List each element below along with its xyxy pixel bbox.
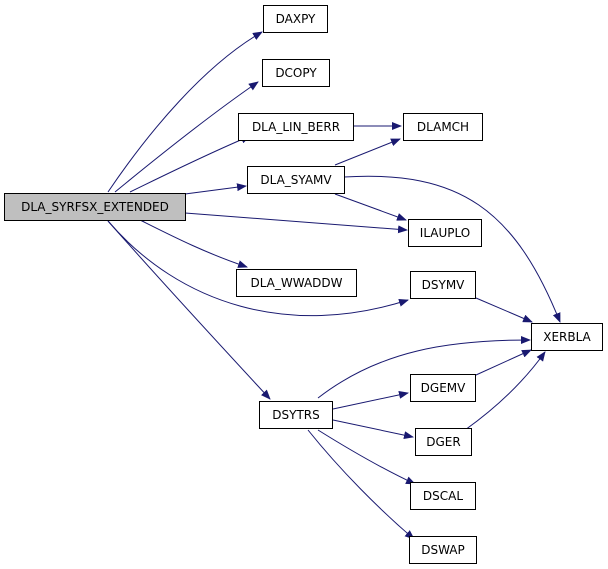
edge-dsytrs-dscal (317, 429, 416, 485)
node-daxpy[interactable]: DAXPY (263, 5, 328, 33)
node-dlamch[interactable]: DLAMCH (403, 113, 483, 141)
edge-dla-syamv-ilauplo (334, 193, 407, 221)
node-ilauplo[interactable]: ILAUPLO (408, 219, 482, 247)
edge-root-daxpy (107, 31, 263, 193)
node-dla-lin-berr[interactable]: DLA_LIN_BERR (238, 113, 354, 141)
node-dgemv[interactable]: DGEMV (410, 374, 476, 402)
edge-dger-xerbla (464, 351, 546, 431)
node-dsymv[interactable]: DSYMV (410, 271, 476, 299)
edge-dsytrs-xerbla (317, 336, 531, 399)
edge-dsytrs-dger (332, 419, 414, 440)
edge-dgemv-xerbla (475, 349, 532, 376)
edge-dla-syamv-dlamch (334, 138, 401, 166)
edge-root-dsymv (107, 220, 409, 317)
node-dger[interactable]: DGER (415, 428, 472, 456)
edge-root-dla-lin-berr (129, 135, 251, 193)
edge-root-dla-syamv (184, 183, 247, 195)
node-dsytrs[interactable]: DSYTRS (259, 401, 333, 429)
edge-dsytrs-dswap (307, 429, 415, 540)
node-dscal[interactable]: DSCAL (410, 482, 476, 510)
node-dla-wwaddw[interactable]: DLA_WWADDW (236, 269, 357, 297)
node-dla-syamv[interactable]: DLA_SYAMV (247, 166, 345, 194)
edge-root-dsytrs (107, 220, 271, 400)
node-dla-syrfsx-extended[interactable]: DLA_SYRFSX_EXTENDED (4, 193, 186, 221)
edge-dsytrs-dgemv (332, 390, 409, 410)
node-xerbla[interactable]: XERBLA (531, 323, 603, 351)
edge-dla-syamv-xerbla (343, 175, 561, 323)
edge-dsymv-xerbla (475, 297, 533, 323)
node-dswap[interactable]: DSWAP (409, 536, 477, 564)
edge-root-dcopy (114, 81, 259, 193)
edge-root-dla-wwaddw (139, 219, 248, 268)
node-dcopy[interactable]: DCOPY (262, 59, 330, 87)
edge-root-ilauplo (184, 212, 408, 234)
